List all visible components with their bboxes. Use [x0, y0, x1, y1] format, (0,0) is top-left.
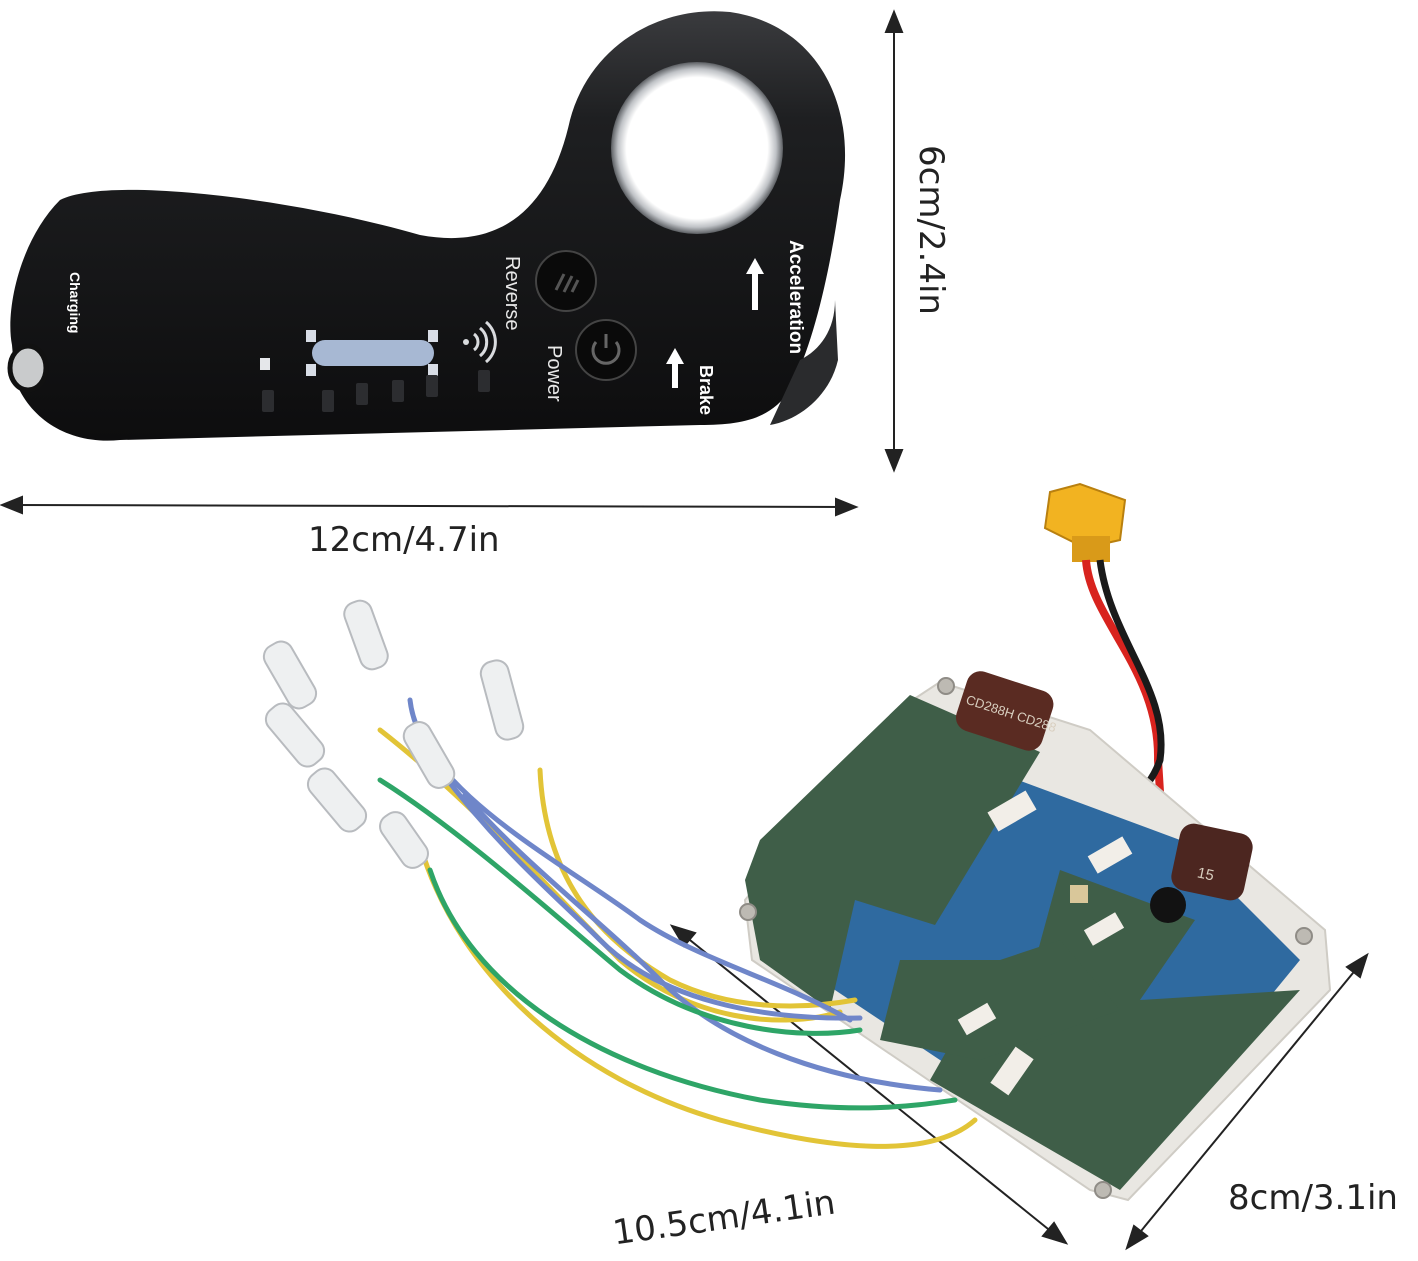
board-width-arrow — [1131, 961, 1363, 1243]
width-arrow — [9, 504, 851, 508]
battery-connector — [1043, 482, 1127, 562]
wire-blue-3 — [437, 767, 863, 1021]
board-connector-4 — [957, 1002, 997, 1036]
remote-control: Charging Reverse Power Acceleration Brak… — [7, 11, 846, 441]
acceleration-label: Acceleration — [785, 240, 806, 354]
insulation-pad-bottom — [930, 870, 1300, 1190]
acceleration-arrow-icon — [746, 258, 764, 310]
capacitor-left: CD288H CD288 — [955, 671, 1058, 751]
capacitor-right: 15 — [1171, 823, 1253, 901]
insulation-pad-mid — [880, 940, 1120, 1060]
power-button[interactable] — [575, 319, 637, 381]
remote-height-label: 6cm/2.4in — [910, 145, 951, 315]
wire-green-1 — [377, 777, 863, 1036]
power-icon — [591, 334, 621, 365]
led-bar — [262, 370, 490, 412]
mounting-holes — [739, 677, 1313, 1199]
charging-label: Charging — [67, 272, 83, 333]
board-button — [1070, 885, 1088, 903]
signal-wires — [377, 697, 978, 1149]
skateboard-icon — [306, 330, 438, 376]
brake-arrow-icon — [666, 348, 684, 388]
red-wire — [1082, 559, 1167, 841]
wire-green-2 — [427, 867, 958, 1111]
board-connector-5 — [990, 1046, 1034, 1096]
board-connector-2 — [1087, 836, 1133, 874]
brake-label: Brake — [696, 365, 716, 415]
power-label: Power — [543, 345, 565, 402]
board-length-arrow — [679, 931, 1059, 1238]
bullet-connectors — [262, 599, 525, 869]
board-width-label: 8cm/3.1in — [1228, 1178, 1398, 1218]
thumb-hole — [611, 62, 783, 234]
reverse-icon — [554, 273, 580, 293]
board-connector-3 — [1083, 912, 1125, 946]
capacitor-right-label: 15 — [1196, 864, 1216, 884]
buzzer — [1150, 887, 1186, 923]
insulation-pad-top — [745, 695, 1040, 1010]
wire-yellow-1 — [537, 767, 858, 1009]
signal-icon — [463, 320, 497, 364]
charging-port — [7, 343, 49, 393]
reverse-label: Reverse — [501, 256, 523, 330]
remote-grip — [770, 300, 838, 425]
remote-width-label: 12cm/4.7in — [308, 520, 500, 560]
reverse-button[interactable] — [535, 250, 597, 312]
battery-indicator — [260, 358, 270, 370]
board-connector-1 — [987, 790, 1037, 832]
